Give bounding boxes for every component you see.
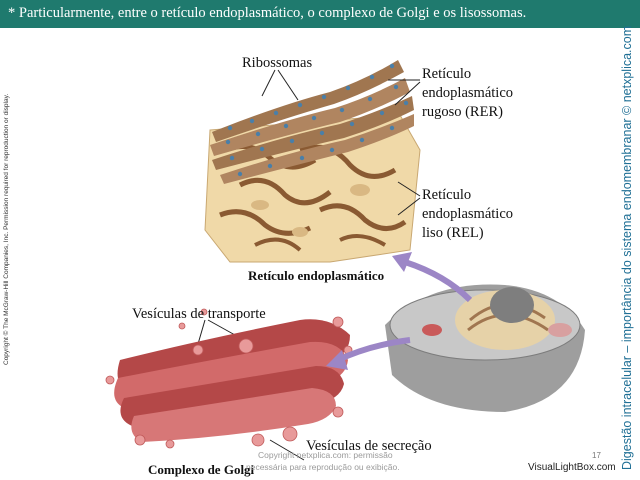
label-rer-line3: rugoso (RER) (422, 104, 503, 120)
caption-complexo-golgi: Complexo de Golgi (148, 462, 255, 477)
title-bar: * Particularmente, entre o retículo endo… (0, 0, 640, 28)
label-ribossomas: Ribossomas (242, 55, 313, 71)
label-rel-line2: endoplasmático (422, 206, 514, 222)
rough-er (210, 60, 414, 184)
label-pointers (197, 69, 421, 461)
page-number: 17 (592, 451, 601, 460)
side-title-vertical: Digestão intracelular – importância do s… (620, 25, 634, 470)
watermark-line2: necessária para reprodução ou exibição. (246, 462, 400, 472)
label-rel-line1: Retículo (422, 187, 472, 203)
cell (385, 284, 585, 412)
brand-footer: VisualLightBox.com (528, 462, 616, 473)
label-rer-line1: Retículo (422, 66, 472, 82)
label-vesiculas-secrecao: Vesículas de secreção (306, 438, 432, 454)
label-rel-line3: liso (REL) (422, 225, 484, 241)
zoom-arrows (326, 252, 473, 370)
watermark-line1: Copyright netxplica.com: permissão (258, 450, 393, 460)
golgi-complex (105, 308, 353, 449)
slide-title: * Particularmente, entre o retículo endo… (8, 5, 527, 21)
caption-reticulo-endoplasmatico: Retículo endoplasmático (248, 268, 385, 283)
copyright-vertical: Copyright © The McGraw-Hill Companies, I… (3, 93, 10, 365)
label-vesiculas-transporte: Vesículas de transporte (132, 306, 266, 322)
label-rer-line2: endoplasmático (422, 85, 514, 101)
